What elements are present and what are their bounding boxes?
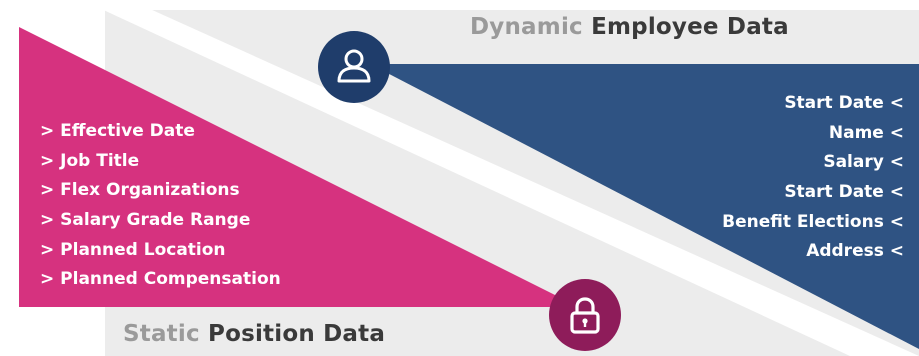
- static-panel: [19, 27, 579, 307]
- list-item: > Flex Organizations: [40, 180, 240, 201]
- user-icon: [318, 31, 390, 103]
- dynamic-panel: [370, 64, 919, 349]
- white-diagonal-stripe: [82, 0, 919, 356]
- static-position-data-list: > Effective Date > Job Title > Flex Orga…: [40, 117, 281, 295]
- list-item: Address <: [806, 241, 904, 262]
- list-item: Start Date <: [784, 182, 904, 203]
- list-item: > Job Title: [40, 150, 140, 171]
- title-position-data: Position Data: [208, 321, 386, 347]
- title-static-word: Static: [123, 321, 200, 347]
- lock-icon-glyph: [570, 297, 600, 334]
- list-item: > Salary Grade Range: [40, 210, 251, 231]
- dynamic-employee-data-list: Start Date < Name < Salary < Start Date …: [722, 89, 904, 267]
- list-item: > Planned Location: [40, 239, 226, 260]
- title-employee-data: Employee Data: [591, 14, 789, 40]
- list-item: Start Date <: [784, 93, 904, 113]
- title-dynamic-word: Dynamic: [470, 14, 583, 40]
- list-item: Salary <: [823, 152, 904, 173]
- list-item: Benefit Elections <: [722, 211, 904, 232]
- list-item: > Effective Date: [40, 121, 195, 141]
- list-item: Name <: [828, 122, 904, 143]
- list-item: > Planned Compensation: [40, 269, 281, 290]
- lock-icon: [549, 279, 621, 351]
- dynamic-employee-data-title: Dynamic Employee Data: [470, 14, 789, 40]
- user-icon-glyph: [337, 49, 371, 83]
- static-position-data-title: Static Position Data: [123, 321, 385, 347]
